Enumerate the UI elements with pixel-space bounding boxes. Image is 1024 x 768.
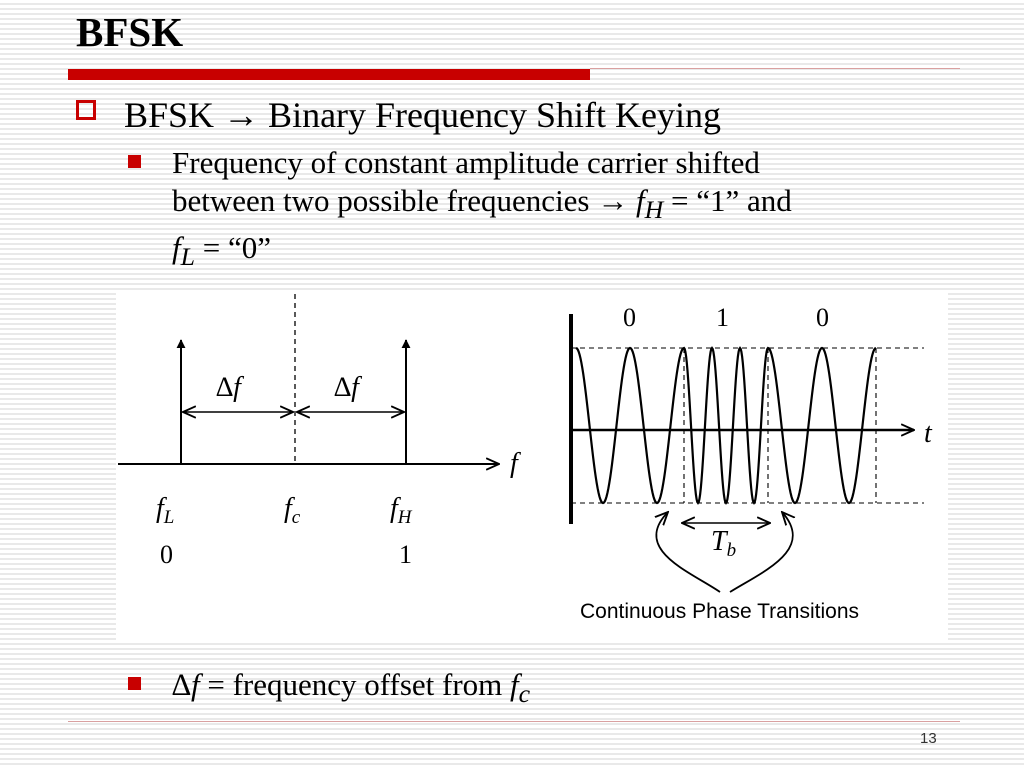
bit-period-label: Tb: [711, 526, 736, 561]
bullet-line-2: between two possible frequencies → fH = …: [172, 182, 792, 229]
bullet-delta-f-definition: ∆f = frequency offset from fc: [172, 666, 530, 713]
bullet-line-2-text: between two possible frequencies →: [172, 183, 637, 218]
bullet-frequency-description: Frequency of constant amplitude carrier …: [172, 144, 792, 276]
waveform-diagram: t 0 1 0 Tb Continuous Phase Transitions: [569, 303, 933, 623]
page-number: 13: [920, 730, 937, 747]
fl-bit-label: 0: [160, 540, 173, 569]
title-underline-bar: [68, 69, 590, 80]
delta-f-right-label: ∆f: [334, 372, 362, 403]
delta-f-left-label: ∆f: [216, 372, 244, 403]
fh-symbol: f: [636, 183, 645, 218]
delta-f-symbol: f: [190, 667, 200, 702]
fc-label: fc: [284, 493, 301, 528]
bullet-line-1: Frequency of constant amplitude carrier …: [172, 145, 760, 180]
fh-label: fH: [390, 493, 413, 528]
spectrum-diagram: ∆f ∆f f fL fc fH 0 1: [118, 294, 521, 569]
phase-transition-pointer-right: [729, 512, 793, 593]
continuous-phase-caption: Continuous Phase Transitions: [580, 600, 859, 623]
bfsk-diagram-svg: ∆f ∆f f fL fc fH 0 1 t 0 1 0 Tb: [118, 294, 933, 623]
bit-label-2: 0: [816, 303, 829, 332]
slide-title: BFSK: [76, 9, 184, 55]
footer-divider-line: [68, 721, 960, 722]
fl-label: fL: [156, 493, 174, 528]
fh-subscript: H: [644, 195, 664, 225]
delta-symbol: ∆: [172, 667, 191, 702]
bit-label-0: 0: [623, 303, 636, 332]
title-divider-line: [590, 68, 960, 69]
fl-symbol: f: [172, 230, 181, 266]
fh-bit-label: 1: [399, 540, 412, 569]
filled-square-bullet-icon: [128, 677, 141, 690]
bfsk-figure: ∆f ∆f f fL fc fH 0 1 t 0 1 0 Tb: [116, 292, 948, 640]
delta-f-text: = frequency offset from: [199, 667, 511, 702]
bullet-line-3: fL = “0”: [172, 229, 792, 276]
bullet-line-2-end: = “1” and: [663, 183, 792, 218]
hollow-square-bullet-icon: [76, 100, 96, 120]
phase-transition-pointer-left: [656, 512, 721, 593]
filled-square-bullet-icon: [128, 155, 141, 168]
fc-subscript: c: [518, 679, 531, 709]
fl-subscript: L: [180, 242, 195, 272]
fc-symbol: f: [510, 667, 519, 702]
fsk-carrier-waveform: [575, 346, 877, 505]
time-axis-label: t: [924, 418, 933, 449]
frequency-axis-label: f: [510, 448, 521, 479]
bullet-bfsk-definition: BFSK → Binary Frequency Shift Keying: [124, 95, 721, 135]
bullet-line-3-end: = “0”: [195, 230, 272, 266]
bit-label-1: 1: [716, 303, 729, 332]
bullet-delta-f-line: ∆f = frequency offset from fc: [172, 666, 530, 713]
